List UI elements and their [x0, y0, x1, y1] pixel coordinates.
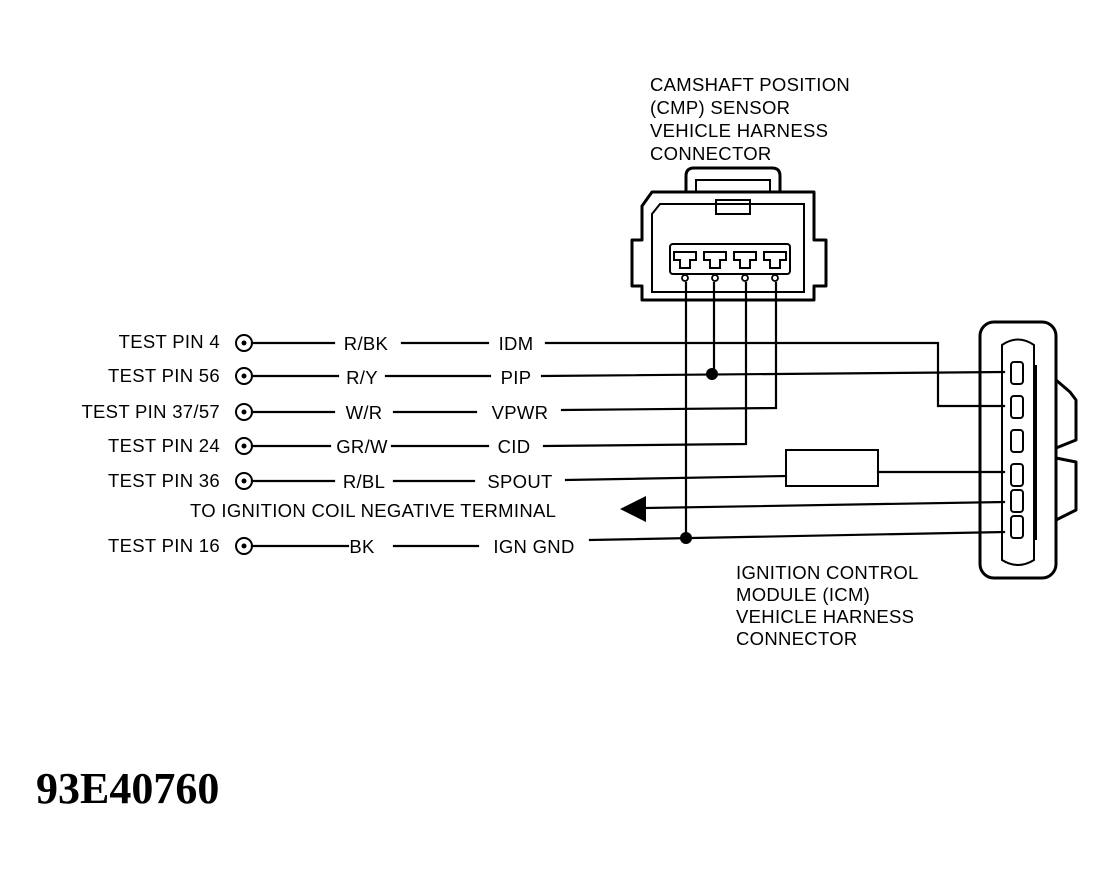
wire-color-label: R/BL	[343, 471, 385, 492]
icm-caption-line-2: MODULE (ICM)	[736, 584, 870, 605]
wire-color-label: BK	[349, 536, 375, 557]
wire-pip	[250, 281, 1006, 380]
signal-labels: IDM PIP VPWR CID SPOUT IGN GND	[487, 333, 574, 557]
test-pin-terminal-icon	[235, 472, 253, 490]
icm-terminals	[1010, 361, 1037, 540]
signal-label: CID	[498, 436, 531, 457]
cmp-caption-line-1: CAMSHAFT POSITION	[650, 74, 850, 95]
wire-ign-gnd	[250, 281, 1006, 548]
coil-arrow-icon	[620, 496, 646, 522]
test-pin-label: TEST PIN 56	[108, 365, 220, 386]
figure-id: 93E40760	[36, 764, 219, 813]
wire-color-label: W/R	[346, 402, 383, 423]
signal-label: PIP	[501, 367, 532, 388]
test-pin-terminal-icon	[235, 437, 253, 455]
test-pin-terminal-icon	[235, 403, 253, 421]
test-pin-label: TEST PIN 16	[108, 535, 220, 556]
ignition-coil-lead-label: TO IGNITION COIL NEGATIVE TERMINAL	[190, 500, 556, 521]
pip-splice-dot	[706, 368, 718, 380]
icm-connector-caption: IGNITION CONTROL MODULE (ICM) VEHICLE HA…	[736, 562, 919, 649]
icm-caption-line-1: IGNITION CONTROL	[736, 562, 919, 583]
test-pin-label: TEST PIN 36	[108, 470, 220, 491]
cmp-caption-line-3: VEHICLE HARNESS	[650, 120, 828, 141]
test-pin-terminal-icon	[235, 334, 253, 352]
cmp-caption-line-4: CONNECTOR	[650, 143, 772, 164]
cmp-caption-line-2: (CMP) SENSOR	[650, 97, 790, 118]
wire-idm	[250, 341, 1006, 408]
spout-connector-box	[785, 449, 879, 487]
test-pin-label: TEST PIN 4	[119, 331, 220, 352]
wire-cid	[250, 281, 748, 448]
test-pin-label: TEST PIN 24	[108, 435, 220, 456]
cmp-connector-caption: CAMSHAFT POSITION (CMP) SENSOR VEHICLE H…	[650, 74, 850, 164]
signal-label: IGN GND	[493, 536, 574, 557]
icm-caption-line-4: CONNECTOR	[736, 628, 858, 649]
test-pin-terminal-icon	[235, 537, 253, 555]
wire-color-label: R/BK	[344, 333, 389, 354]
cmp-pin-cavities	[673, 251, 787, 269]
signal-label: SPOUT	[487, 471, 552, 492]
test-pin-labels: TEST PIN 4 TEST PIN 56 TEST PIN 37/57 TE…	[81, 331, 220, 556]
signal-label: VPWR	[492, 402, 549, 423]
icm-connector	[978, 320, 1078, 580]
test-pin-terminal-icon	[235, 367, 253, 385]
wires	[250, 281, 1006, 548]
ign-gnd-splice-dot	[680, 532, 692, 544]
icm-caption-line-3: VEHICLE HARNESS	[736, 606, 914, 627]
wire-spout	[250, 449, 1006, 487]
wire-color-label: GR/W	[336, 436, 388, 457]
test-pin-label: TEST PIN 37/57	[81, 401, 220, 422]
wire-color-label: R/Y	[346, 367, 378, 388]
wire-color-labels: R/BK R/Y W/R GR/W R/BL BK	[336, 333, 388, 557]
signal-label: IDM	[499, 333, 534, 354]
wire-vpwr	[250, 281, 778, 414]
cmp-connector	[630, 166, 828, 302]
test-pin-terminals	[235, 334, 253, 555]
wire-coil-negative	[620, 496, 1006, 522]
